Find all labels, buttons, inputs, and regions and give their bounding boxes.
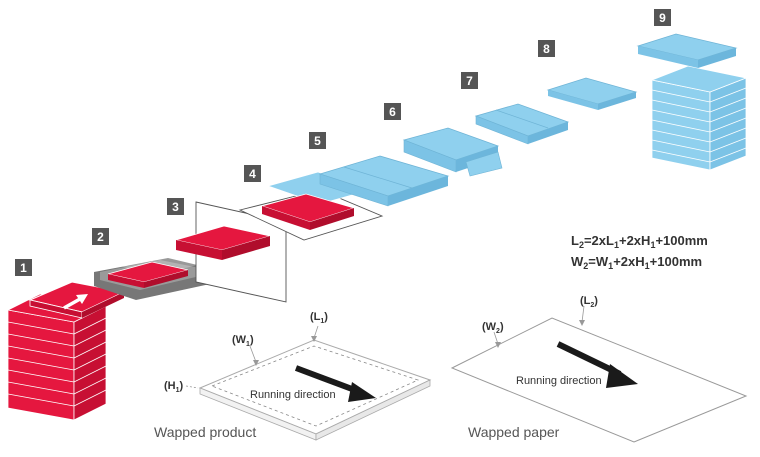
step-badge-label: 4 <box>249 167 256 181</box>
product-running-direction: Running direction <box>250 389 336 401</box>
step-badge-2: 2 <box>92 228 109 245</box>
step-badge-label: 8 <box>543 42 550 56</box>
step-badge-label: 5 <box>314 134 321 148</box>
step-badges: 1 2 3 4 5 6 7 8 <box>15 9 671 276</box>
step-6-blue-package <box>402 127 503 177</box>
step-badge-label: 2 <box>97 230 104 244</box>
paper-width-label: (W2) <box>482 321 504 335</box>
product-caption: Wapped product <box>154 424 256 440</box>
step-3-sheet <box>175 201 287 303</box>
wrapped-product-diagram: (W1) (L1) (H1) Running direction Wapped … <box>154 311 432 441</box>
step-badge-4: 4 <box>244 165 261 182</box>
product-length-label: (L1) <box>310 311 328 325</box>
product-width-label: (W1) <box>232 334 254 348</box>
step-badge-7: 7 <box>461 72 478 89</box>
step-1-red-stack <box>6 281 126 421</box>
step-badge-6: 6 <box>384 103 401 120</box>
formula-w2: W2=W1+2xH1+100mm <box>571 254 702 271</box>
step-badge-label: 7 <box>466 74 473 88</box>
step-2-tray <box>94 256 210 300</box>
paper-caption: Wapped paper <box>468 424 560 440</box>
running-direction-arrow-icon <box>294 365 376 402</box>
step-badge-label: 1 <box>20 261 27 275</box>
step-badge-5: 5 <box>309 132 326 149</box>
size-formulas: L2=2xL1+2xH1+100mm W2=W1+2xH1+100mm <box>571 233 708 271</box>
wrapped-paper-diagram: (W2) (L2) Running direction Wapped paper <box>450 295 748 443</box>
paper-length-label: (L2) <box>580 295 598 309</box>
push-arrow-icon <box>63 294 88 310</box>
step-badge-1: 1 <box>15 259 32 276</box>
step-7-blue-package <box>474 103 570 145</box>
step-badge-8: 8 <box>538 40 555 57</box>
step-badge-label: 9 <box>659 11 666 25</box>
product-height-label: (H1) <box>164 380 184 394</box>
running-direction-arrow-icon <box>556 341 638 388</box>
step-badge-label: 6 <box>389 105 396 119</box>
step-badge-3: 3 <box>167 198 184 215</box>
paper-running-direction: Running direction <box>516 375 602 387</box>
step-4-wrap-start <box>238 171 384 241</box>
step-badge-label: 3 <box>172 200 179 214</box>
formula-l2: L2=2xL1+2xH1+100mm <box>571 233 708 250</box>
step-8-blue-package <box>546 77 638 110</box>
step-5-blue-package <box>318 155 450 207</box>
step-9-blue-stack <box>636 33 748 171</box>
step-badge-9: 9 <box>654 9 671 26</box>
